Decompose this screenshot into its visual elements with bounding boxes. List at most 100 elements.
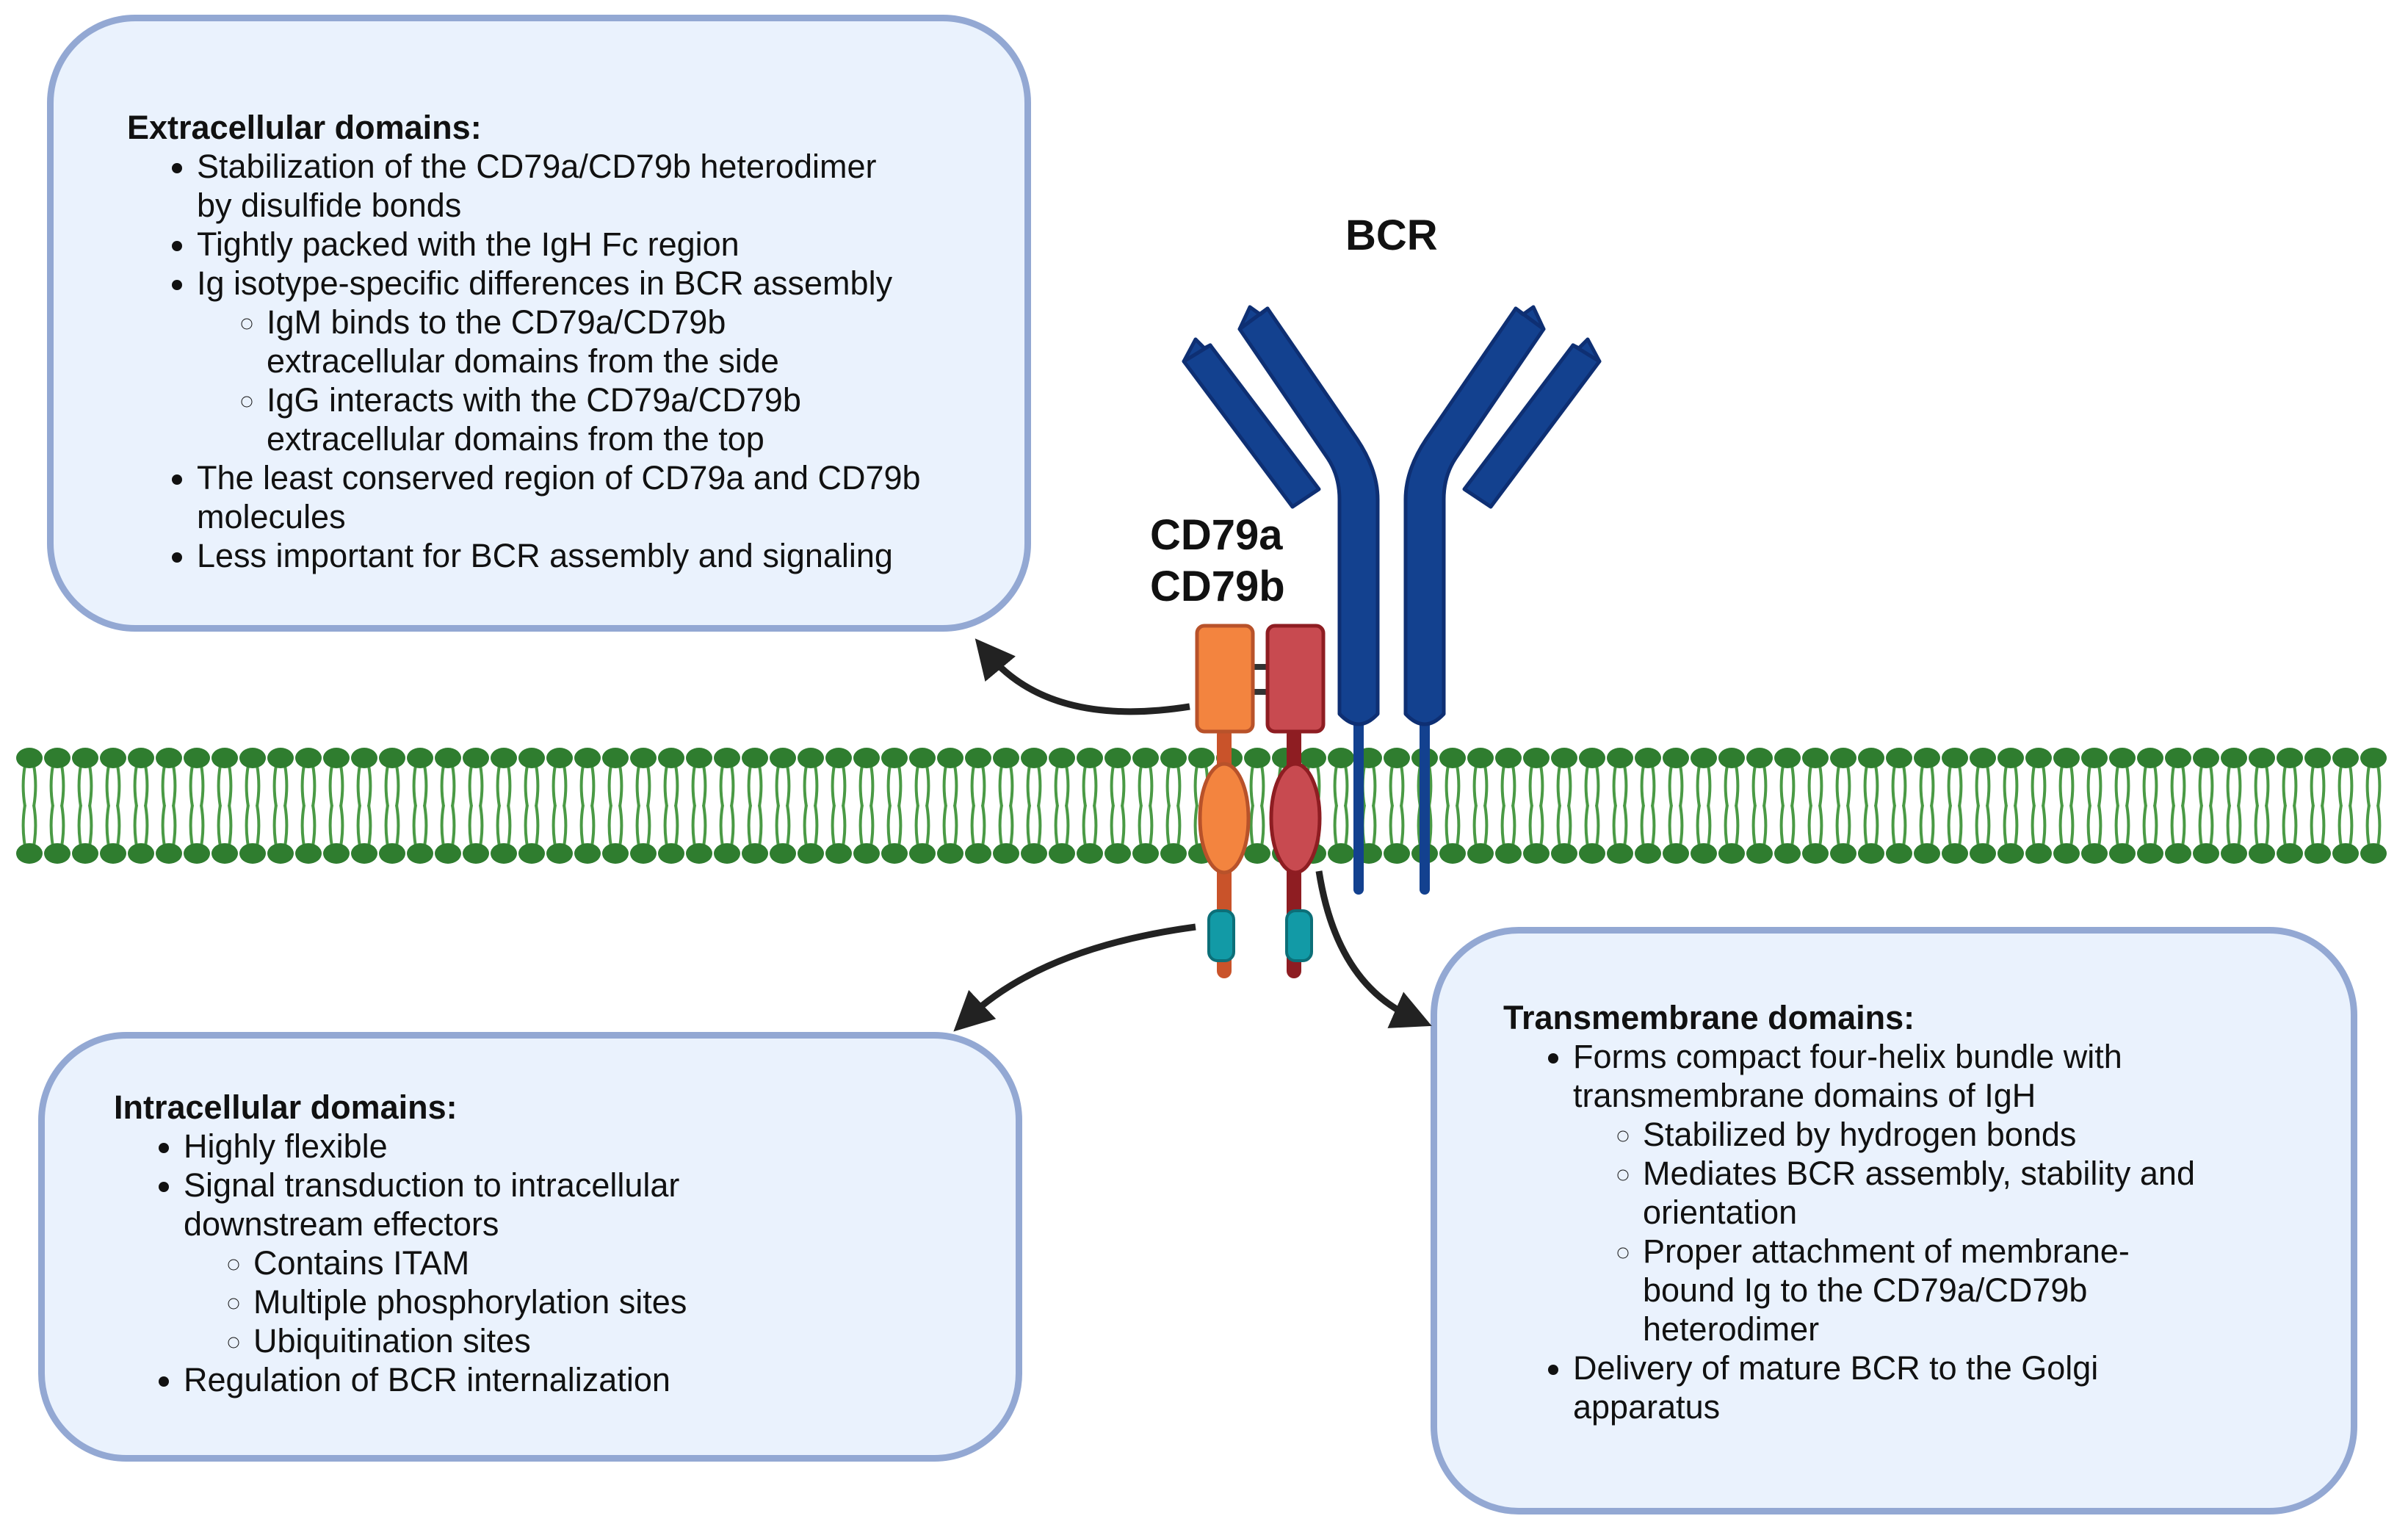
- lipid-head: [909, 748, 936, 768]
- lipid-tail: [1623, 765, 1628, 807]
- lipid-tail: [1696, 765, 1701, 807]
- lipid-head: [1132, 843, 1159, 864]
- lipid-tail: [1054, 804, 1059, 847]
- lipid-head: [1439, 843, 1466, 864]
- lipid-head: [1467, 748, 1494, 768]
- lipid-tail: [869, 804, 875, 847]
- lipid-tail: [105, 804, 110, 847]
- lipid-tail: [2310, 765, 2315, 807]
- lipid-tail: [1779, 804, 1785, 847]
- lipid-tail: [563, 765, 568, 807]
- lipid-tail: [803, 804, 808, 847]
- bcr-heavy-chain-tm-right: [1420, 705, 1430, 895]
- lipid-tail: [942, 804, 947, 847]
- lipid-tail: [440, 765, 445, 807]
- lipid-tail: [925, 765, 930, 807]
- bcr-heavy-tip-left: [1237, 305, 1270, 331]
- extracellular-panel-content: Extracellular domains: Stabilization of …: [127, 108, 921, 575]
- lipid-head: [658, 843, 684, 864]
- lipid-tail: [1176, 765, 1182, 807]
- lipid-tail: [300, 804, 305, 847]
- lipid-tail: [747, 804, 752, 847]
- lipid-head: [491, 748, 517, 768]
- lipid-head: [1886, 843, 1912, 864]
- lipid-tail: [758, 765, 763, 807]
- lipid-tail: [217, 765, 222, 807]
- lipid-tail: [897, 804, 903, 847]
- lipid-head: [1942, 748, 1968, 768]
- lipid-tail: [1863, 765, 1868, 807]
- lipid-head: [1021, 843, 1047, 864]
- lipid-tail: [1249, 765, 1254, 807]
- list-item-text: Delivery of mature BCR to the Golgi: [1573, 1349, 2099, 1387]
- lipid-tail: [507, 804, 512, 847]
- lipid-tail: [1121, 804, 1126, 847]
- lipid-tail: [758, 804, 763, 847]
- lipid-head: [574, 748, 601, 768]
- lipid-head: [2193, 748, 2219, 768]
- lipid-tail: [1138, 804, 1143, 847]
- cd79b-extracellular-domain: [1265, 624, 1326, 734]
- lipid-tail: [635, 804, 640, 847]
- lipid-tail: [524, 804, 529, 847]
- lipid-tail: [579, 765, 585, 807]
- lipid-tail: [2003, 804, 2008, 847]
- lipid-tail: [1595, 804, 1600, 847]
- lipid-tail: [1009, 804, 1014, 847]
- lipid-tail: [775, 765, 780, 807]
- lipid-head: [267, 748, 294, 768]
- transmembrane-domains-panel: Transmembrane domains: Forms compact fou…: [1431, 927, 2357, 1514]
- list-item-text: heterodimer: [1643, 1310, 1820, 1348]
- lipid-tail: [1679, 765, 1684, 807]
- lipid-tail: [1456, 804, 1461, 847]
- lipid-tail: [2042, 765, 2047, 807]
- lipid-tail: [2338, 804, 2343, 847]
- cd79a-transmembrane-domain: [1198, 762, 1251, 875]
- cd79a-extracellular-domain: [1195, 624, 1255, 734]
- list-item: Tightly packed with the IgH Fc region: [197, 225, 921, 264]
- lipid-head: [1691, 843, 1717, 864]
- lipid-head: [1858, 843, 1884, 864]
- lipid-head: [1579, 843, 1605, 864]
- lipid-tail: [1260, 765, 1265, 807]
- list-item: Regulation of BCR internalization: [184, 1360, 687, 1399]
- lipid-tail: [272, 804, 278, 847]
- list-item-text: bound Ig to the CD79a/CD79b: [1643, 1271, 2088, 1309]
- lipid-tail: [245, 804, 250, 847]
- lipid-tail: [217, 804, 222, 847]
- intracellular-title: Intracellular domains:: [114, 1088, 458, 1126]
- intracellular-domains-panel: Intracellular domains: Highly flexible S…: [38, 1032, 1022, 1462]
- list-item-text: IgM binds to the CD79a/CD79b: [267, 303, 726, 341]
- lipid-tail: [88, 804, 93, 847]
- lipid-tail: [328, 804, 333, 847]
- lipid-tail: [1456, 765, 1461, 807]
- lipid-head: [323, 748, 350, 768]
- transmembrane-sublist: Stabilized by hydrogen bonds Mediates BC…: [1573, 1115, 2195, 1349]
- lipid-head: [407, 748, 433, 768]
- lipid-head: [686, 843, 712, 864]
- lipid-tail: [228, 804, 233, 847]
- lipid-tail: [858, 804, 864, 847]
- lipid-tail: [395, 765, 400, 807]
- lipid-head: [2360, 748, 2387, 768]
- lipid-tail: [2265, 804, 2270, 847]
- lipid-tail: [1612, 765, 1617, 807]
- lipid-tail: [702, 765, 707, 807]
- lipid-heads-inner-leaflet: [16, 843, 2387, 864]
- lipid-head: [2165, 843, 2191, 864]
- list-item-text: IgG interacts with the CD79a/CD79b: [267, 381, 801, 419]
- bcr-heavy-tip-right: [1514, 305, 1546, 331]
- intracellular-sublist: Contains ITAM Multiple phosphorylation s…: [184, 1243, 687, 1360]
- sub-list-item: Proper attachment of membrane- bound Ig …: [1643, 1232, 2195, 1349]
- lipid-tail: [590, 765, 596, 807]
- lipid-head: [295, 843, 322, 864]
- bcr-heavy-chain-right: [1403, 306, 1546, 726]
- arrow-to-extracellular: [975, 638, 1190, 715]
- lipid-tail: [256, 765, 261, 807]
- lipid-tail: [942, 765, 947, 807]
- lipid-tail: [1790, 765, 1796, 807]
- lipid-tail: [172, 765, 177, 807]
- lipid-tail: [2014, 765, 2019, 807]
- lipid-tail: [1640, 765, 1645, 807]
- lipid-head: [44, 748, 70, 768]
